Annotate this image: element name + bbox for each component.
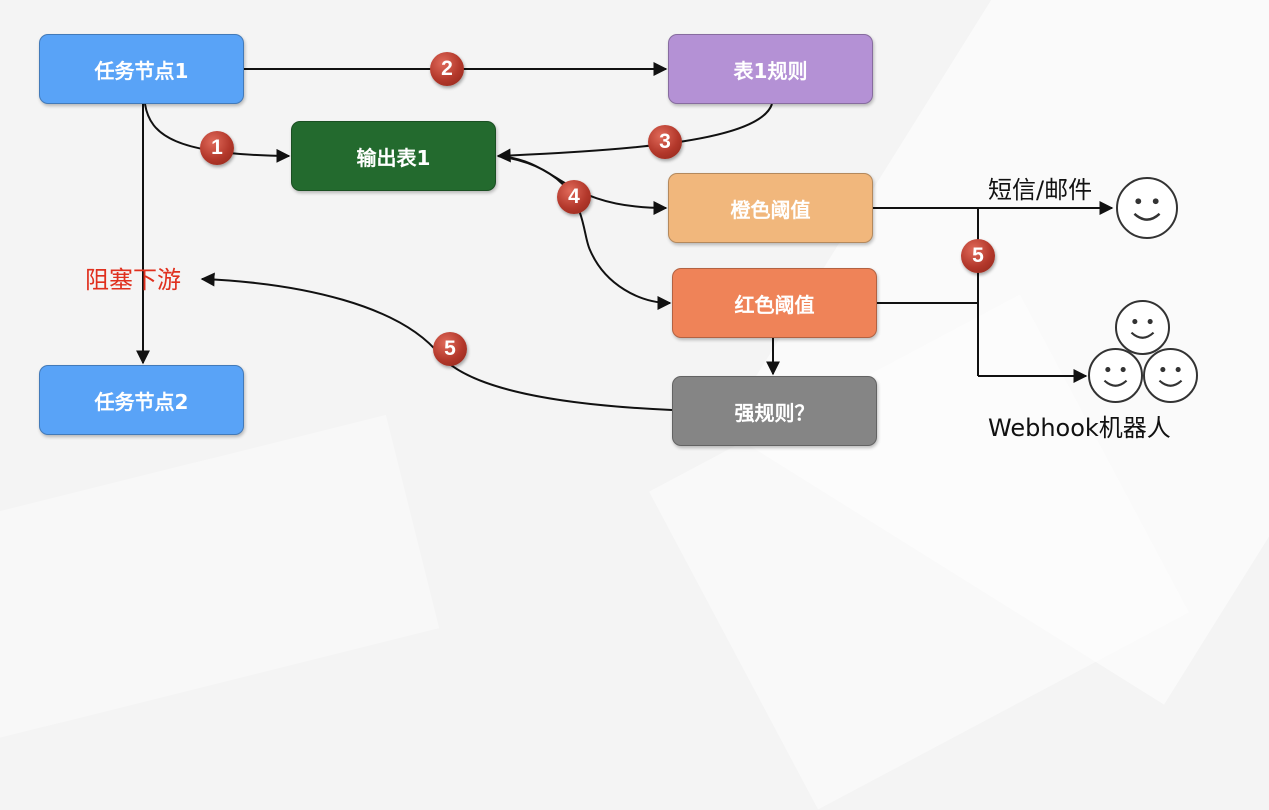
webhook-bot-label: Webhook机器人 (988, 414, 1171, 442)
step-badge-3: 3 (648, 125, 682, 159)
step-badge-1: 1 (200, 131, 234, 165)
sms-email-label: 短信/邮件 (988, 176, 1093, 204)
strong-rule-node: 强规则？ (672, 376, 877, 446)
step-badge-5-notify: 5 (961, 239, 995, 273)
arrow-rule1-to-output1 (496, 103, 773, 163)
smiley-face-icon (1115, 300, 1170, 355)
step-badge-5-block: 5 (433, 332, 467, 366)
task-node-2: 任务节点2 (39, 365, 244, 435)
smiley-face-icon (1116, 177, 1178, 239)
smiley-face-icon (1143, 348, 1198, 403)
step-badge-4: 4 (557, 180, 591, 214)
red-threshold-node: 红色阈值 (672, 268, 877, 338)
orange-threshold-node: 橙色阈值 (668, 173, 873, 243)
arrow-task1-to-output1 (144, 103, 291, 163)
smiley-face-icon (1088, 348, 1143, 403)
output-table1-node: 输出表1 (291, 121, 496, 191)
step-badge-2: 2 (430, 52, 464, 86)
table1-rule-node: 表1规则 (668, 34, 873, 104)
arrow-output1-to-red (497, 155, 672, 310)
task-node-1: 任务节点1 (39, 34, 244, 104)
block-downstream-label: 阻塞下游 (85, 266, 181, 294)
